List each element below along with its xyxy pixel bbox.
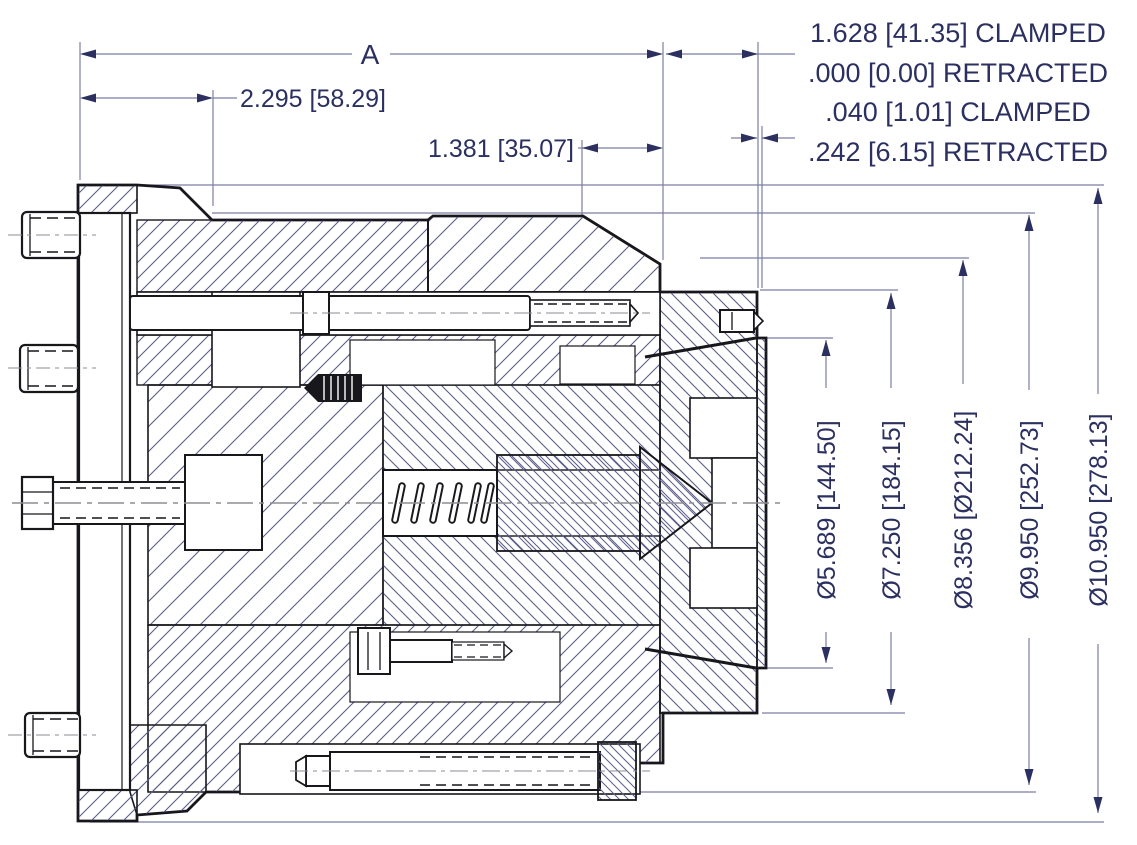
arrow (80, 49, 96, 59)
arrow (582, 143, 598, 153)
socket-screw-right (719, 309, 765, 333)
stroke-note-2: .000 [0.00] RETRACTED (808, 58, 1108, 88)
top-cap-ring (77, 184, 138, 214)
socket-screw-lower (357, 627, 514, 675)
mounting-stud-bottom (23, 711, 82, 759)
body-top-band (136, 219, 429, 293)
arrow (821, 340, 831, 356)
arrow (197, 93, 213, 103)
dia-label-7250: Ø7.250 [184.15] (878, 420, 906, 599)
arrow (1024, 769, 1034, 785)
arrow (886, 293, 896, 309)
arrow (958, 260, 968, 276)
set-screw (304, 374, 362, 402)
dim-a-label: A (361, 39, 380, 70)
arrow (886, 689, 896, 705)
dia-label-8356: Ø8.356 [Ø212.24] (950, 411, 978, 610)
centerlines (8, 234, 780, 772)
arrow (647, 143, 663, 153)
dimension-labels: A 2.295 [58.29] 1.381 [35.07] 1.628 [41.… (240, 18, 1113, 609)
arrow (1024, 215, 1034, 231)
part-geometry (8, 183, 780, 823)
arrow (647, 49, 663, 59)
nose-notch-upper (689, 397, 758, 459)
dia-label-9950: Ø9.950 [252.73] (1016, 420, 1044, 599)
mounting-studs (18, 210, 82, 759)
arrow (742, 49, 758, 59)
taper-line-lower (644, 647, 757, 670)
arrow (1093, 797, 1103, 813)
arrow (1093, 188, 1103, 204)
stroke-note-3: .040 [1.01] CLAMPED (825, 97, 1091, 127)
bottom-cap-ring (77, 789, 138, 822)
arrow (80, 93, 96, 103)
dimension-arrows (80, 49, 1103, 813)
dia-label-10950: Ø10.950 [278.13] (1085, 413, 1113, 606)
mid-cavity-b (559, 345, 636, 385)
bottom-left-wedge (129, 724, 207, 816)
arrow (762, 133, 778, 143)
mid-cavity-a (349, 339, 496, 386)
dia-label-5689: Ø5.689 [144.50] (813, 420, 841, 599)
dimension-lines (82, 53, 1099, 813)
arrow (741, 133, 757, 143)
arrow (666, 49, 682, 59)
taper-line-upper (644, 336, 757, 359)
arrow (821, 647, 831, 663)
nose-notch-lower (689, 547, 758, 609)
top-cylinder-cap (427, 215, 661, 293)
stroke-note-4: .242 [6.15] RETRACTED (808, 137, 1108, 167)
dim-2295-label: 2.295 [58.29] (240, 85, 386, 113)
stroke-note-1: 1.628 [41.35] CLAMPED (810, 18, 1106, 48)
dim-1381-label: 1.381 [35.07] (428, 135, 574, 163)
